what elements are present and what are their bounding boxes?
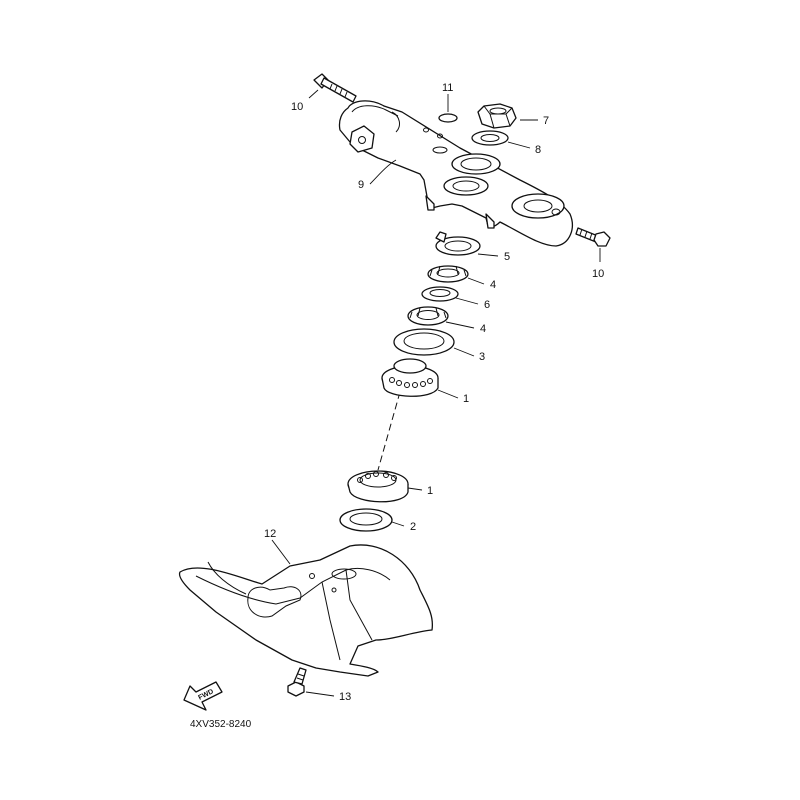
washer bbox=[471, 130, 509, 146]
callout-3: 3 bbox=[479, 351, 485, 363]
callout-2: 2 bbox=[410, 521, 416, 533]
callout-10-right: 10 bbox=[592, 268, 604, 280]
callout-11: 11 bbox=[442, 82, 453, 94]
callout-9: 9 bbox=[358, 179, 364, 191]
bolt-right bbox=[575, 227, 611, 247]
upper-triple-clamp bbox=[338, 100, 573, 247]
steering-axis-line bbox=[377, 391, 401, 471]
oil-seal bbox=[339, 508, 393, 532]
diagram-code: 4XV352-8240 bbox=[190, 719, 252, 730]
bearing-upper bbox=[381, 358, 439, 397]
ring-nut-upper bbox=[427, 265, 469, 283]
callout-8: 8 bbox=[535, 144, 541, 156]
lock-washer bbox=[435, 231, 481, 256]
bolt-left bbox=[313, 73, 357, 103]
callout-6: 6 bbox=[484, 299, 490, 311]
callout-4-upper: 4 bbox=[490, 279, 496, 291]
under-cover bbox=[178, 544, 434, 677]
callout-1-upper: 1 bbox=[463, 393, 469, 405]
callout-13: 13 bbox=[339, 691, 351, 703]
callout-10-left: 10 bbox=[291, 101, 303, 113]
bearing-cover bbox=[393, 328, 455, 356]
steering-stem-nut bbox=[477, 103, 517, 129]
callout-4-lower: 4 bbox=[480, 323, 486, 335]
callout-1-lower: 1 bbox=[427, 485, 433, 497]
fwd-arrow-icon: FWD bbox=[183, 681, 223, 711]
callout-12: 12 bbox=[264, 528, 276, 540]
cap bbox=[438, 113, 458, 123]
screw bbox=[287, 667, 307, 697]
callout-labels: 10 11 7 8 9 10 5 4 6 4 3 1 1 2 12 13 4XV… bbox=[190, 82, 604, 730]
leader-lines bbox=[271, 89, 601, 697]
callout-7: 7 bbox=[543, 115, 549, 127]
ring-nut-lower bbox=[407, 306, 449, 326]
bearing-lower bbox=[347, 470, 409, 503]
callout-5: 5 bbox=[504, 251, 510, 263]
rubber-washer bbox=[421, 286, 459, 302]
